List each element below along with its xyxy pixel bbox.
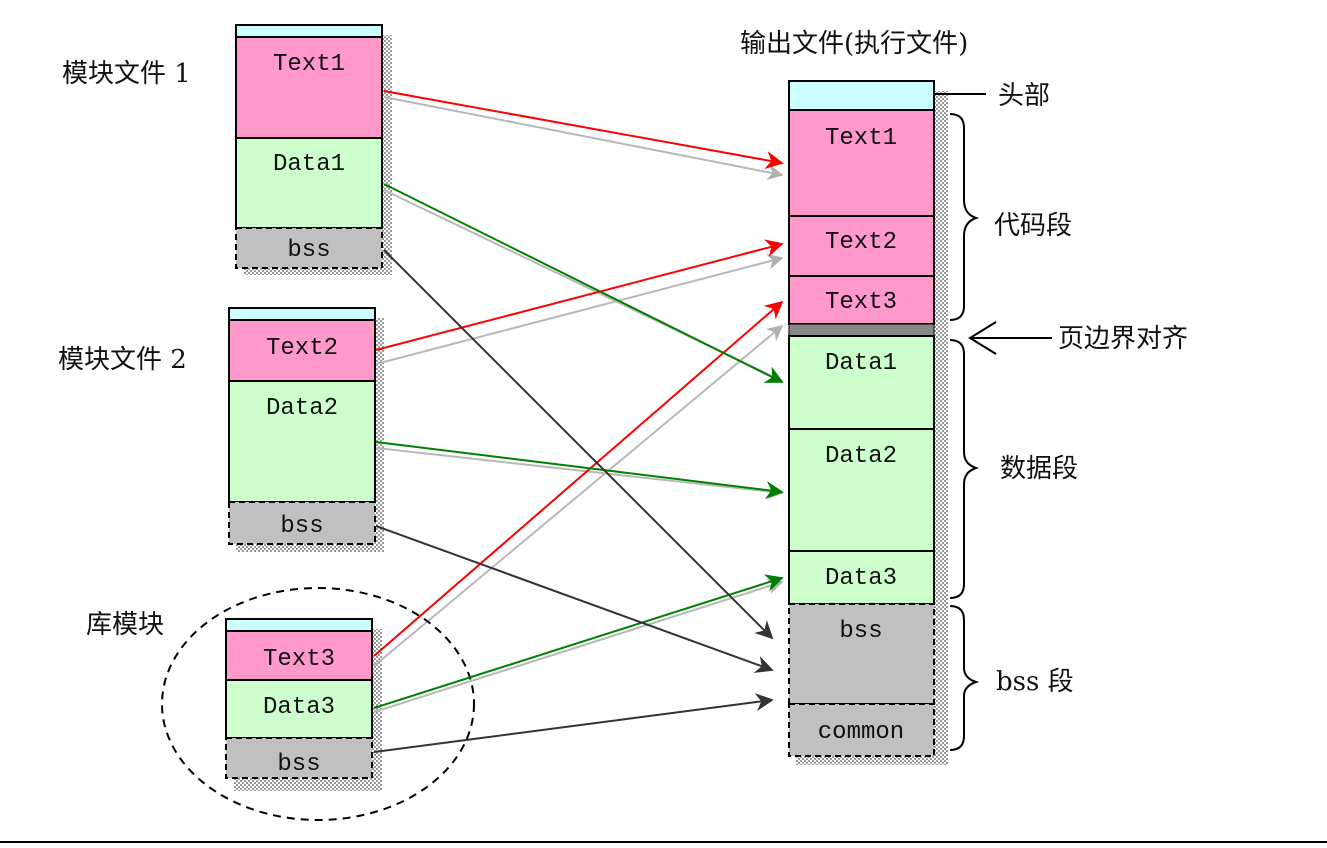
module2-bss-label: bss bbox=[280, 513, 323, 540]
output-data1-label: Data1 bbox=[825, 350, 897, 377]
module1-title: 模块文件 1 bbox=[62, 59, 191, 89]
text-arrows bbox=[373, 90, 784, 657]
code-segment-brace bbox=[949, 113, 980, 321]
libmodule-bss-label: bss bbox=[277, 751, 320, 778]
header-annotation: 头部 bbox=[998, 81, 1050, 111]
module2-text-label: Text2 bbox=[266, 335, 338, 362]
bss-segment-label: bss 段 bbox=[996, 667, 1074, 697]
data-arrows bbox=[373, 183, 784, 709]
libmodule-data-label: Data3 bbox=[263, 694, 335, 721]
output-title: 输出文件(执行文件) bbox=[740, 29, 968, 59]
module2-data-label: Data2 bbox=[266, 395, 338, 422]
arrow-data3 bbox=[373, 574, 784, 709]
arrow-text3 bbox=[373, 300, 784, 657]
module1-box: Text1 Data1 bss bbox=[235, 24, 383, 269]
arrow-bss3 bbox=[373, 693, 774, 753]
arrow-text2 bbox=[375, 239, 784, 351]
page-align-label: 页边界对齐 bbox=[1058, 324, 1188, 354]
arrow-data1 bbox=[383, 183, 784, 383]
output-text3-label: Text3 bbox=[825, 289, 897, 316]
output-data2-label: Data2 bbox=[825, 443, 897, 470]
bss-arrows bbox=[373, 249, 774, 753]
libmodule-text-label: Text3 bbox=[263, 646, 335, 673]
bss-segment-brace bbox=[949, 605, 980, 751]
module2-title: 模块文件 2 bbox=[58, 345, 187, 375]
gray-shadow-arrows bbox=[373, 96, 784, 713]
arrow-data2 bbox=[375, 441, 784, 499]
arrow-bss1 bbox=[383, 249, 774, 640]
arrow-text1 bbox=[383, 90, 784, 169]
output-box: Text1 Text2 Text3 Data1 Data2 Data3 bss … bbox=[788, 80, 935, 757]
module1-data-label: Data1 bbox=[273, 151, 345, 178]
module2-box: Text2 Data2 bss bbox=[228, 307, 376, 545]
arrow-bss2 bbox=[375, 525, 774, 673]
data-segment-label: 数据段 bbox=[1000, 454, 1078, 484]
module1-text-label: Text1 bbox=[273, 51, 345, 78]
libmodule-box: Text3 Data3 bss bbox=[225, 618, 373, 779]
library-module-circle bbox=[161, 587, 475, 821]
output-common-label: common bbox=[818, 719, 904, 746]
libmodule-title: 库模块 bbox=[86, 610, 164, 640]
page-align-arrow bbox=[968, 321, 1052, 355]
output-bss-label: bss bbox=[839, 618, 882, 645]
output-text1-label: Text1 bbox=[825, 125, 897, 152]
code-segment-label: 代码段 bbox=[994, 211, 1072, 241]
module1-bss-label: bss bbox=[287, 237, 330, 264]
data-segment-brace bbox=[949, 339, 980, 599]
output-text2-label: Text2 bbox=[825, 229, 897, 256]
output-data3-label: Data3 bbox=[825, 565, 897, 592]
